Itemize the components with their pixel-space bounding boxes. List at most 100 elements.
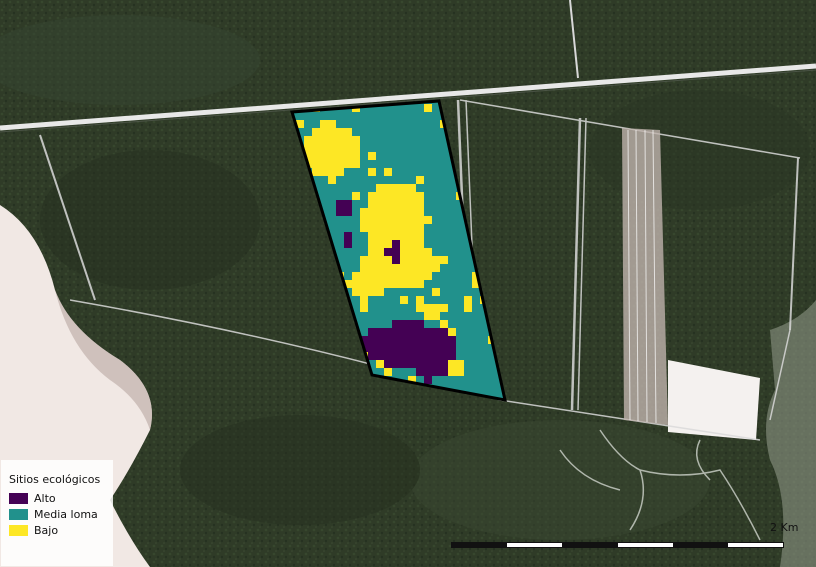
plot-cell-bajo [448,368,456,376]
plot-cell-bajo [320,128,328,136]
plot-cell-bajo [400,248,408,256]
plot-cell-media-loma [400,152,408,160]
plot-cell-bajo [408,272,416,280]
plot-cell-bajo [368,216,376,224]
plot-cell-media-loma [488,360,496,368]
road-north [569,0,579,79]
plot-cell-media-loma [392,296,400,304]
plot-cell-media-loma [488,352,496,360]
plot-cell-media-loma [424,120,432,128]
plot-cell-alto [440,360,448,368]
plot-cell-bajo [376,256,384,264]
plot-cell-media-loma [432,296,440,304]
plot-cell-media-loma [464,360,472,368]
plot-cell-media-loma [408,304,416,312]
plot-cell-media-loma [488,368,496,376]
plot-cell-media-loma [480,360,488,368]
plot-cell-bajo [424,104,432,112]
plot-cell-media-loma [408,288,416,296]
plot-cell-media-loma [328,232,336,240]
plot-cell-media-loma [456,376,464,384]
scale-segment-6 [728,543,783,547]
plot-cell-media-loma [424,184,432,192]
plot-cell-media-loma [440,248,448,256]
plot-cell-media-loma [472,352,480,360]
plot-cell-bajo [400,208,408,216]
plot-cell-media-loma [448,208,456,216]
plot-cell-bajo [368,152,376,160]
plot-cell-media-loma [408,160,416,168]
plot-cell-media-loma [440,128,448,136]
plot-cell-media-loma [336,120,344,128]
legend-item-bajo: Bajo [9,522,113,538]
plot-cell-bajo [336,144,344,152]
plot-cell-media-loma [360,320,368,328]
plot-cell-alto [376,344,384,352]
plot-cell-media-loma [352,248,360,256]
plot-cell-media-loma [392,112,400,120]
plot-cell-alto [424,344,432,352]
plot-cell-media-loma [368,136,376,144]
plot-cell-bajo [392,184,400,192]
plot-cell-media-loma [480,352,488,360]
plot-cell-media-loma [360,328,368,336]
plot-cell-alto [392,248,400,256]
plot-cell-bajo [368,232,376,240]
plot-cell-bajo [416,240,424,248]
plot-cell-media-loma [424,192,432,200]
plot-cell-media-loma [440,152,448,160]
plot-cell-media-loma [440,296,448,304]
plot-cell-media-loma [400,136,408,144]
plot-cell-media-loma [408,136,416,144]
plot-cell-media-loma [384,160,392,168]
plot-cell-media-loma [440,216,448,224]
plot-cell-alto [400,360,408,368]
plot-cell-media-loma [416,312,424,320]
plot-cell-bajo [384,184,392,192]
plot-cell-media-loma [432,176,440,184]
plot-cell-media-loma [344,112,352,120]
plot-cell-media-loma [488,392,496,400]
plot-cell-media-loma [472,296,480,304]
legend-label-alto: Alto [34,491,56,505]
plot-cell-bajo [416,248,424,256]
plot-cell-media-loma [456,320,464,328]
legend: Sitios ecológicos Alto Media loma Bajo [1,460,113,566]
plot-cell-bajo [312,152,320,160]
plot-cell-alto [416,336,424,344]
plot-cell-bajo [400,272,408,280]
plot-cell-media-loma [424,208,432,216]
plot-cell-media-loma [408,368,416,376]
plot-cell-alto [384,360,392,368]
plot-cell-alto [392,240,400,248]
legend-item-alto: Alto [9,490,113,506]
plot-cell-media-loma [376,136,384,144]
plot-cell-alto [432,344,440,352]
plot-cell-bajo [392,224,400,232]
plot-cell-media-loma [392,120,400,128]
plot-cell-bajo [432,256,440,264]
legend-title: Sitios ecológicos [9,473,101,486]
plot-cell-bajo [416,232,424,240]
plot-cell-bajo [384,368,392,376]
plot-cell-bajo [416,192,424,200]
plot-cell-bajo [408,240,416,248]
plot-cell-bajo [432,312,440,320]
plot-cell-bajo [320,120,328,128]
plot-cell-media-loma [440,184,448,192]
plot-cell-alto [448,344,456,352]
plot-cell-media-loma [424,232,432,240]
plot-cell-media-loma [480,384,488,392]
plot-cell-bajo [376,208,384,216]
plot-cell-bajo [400,256,408,264]
plot-cell-media-loma [376,168,384,176]
plot-cell-bajo [408,264,416,272]
plot-cell-media-loma [440,280,448,288]
plot-cell-bajo [408,184,416,192]
plot-cell-media-loma [432,152,440,160]
plot-cell-media-loma [408,112,416,120]
plot-cell-alto [376,352,384,360]
plot-cell-media-loma [376,176,384,184]
plot-cell-media-loma [440,208,448,216]
